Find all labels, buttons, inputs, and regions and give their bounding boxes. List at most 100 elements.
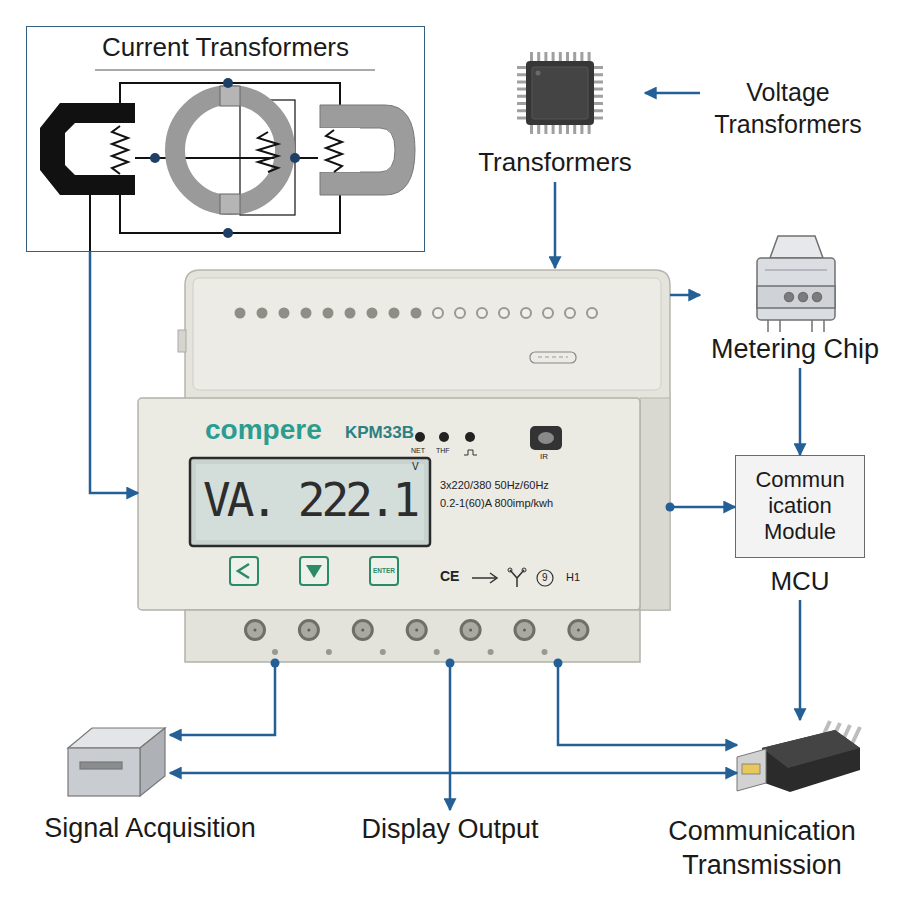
chip-icon-part [536, 71, 541, 76]
module-box: Commun ication ModuleMCU [735, 455, 865, 600]
metering-chip-icon-part [765, 269, 827, 271]
metering-chip-node: Metering Chip [700, 228, 890, 368]
energy-meter-body [138, 270, 670, 662]
ct-schematic-part [290, 153, 300, 163]
energy-meter-body-part [370, 557, 398, 585]
energy-meter-body-part [522, 568, 526, 572]
energy-meter-body-part [193, 278, 661, 390]
energy-meter-body-part [240, 308, 417, 319]
model-mark: H1 [566, 571, 580, 583]
energy-meter-body-part [138, 398, 640, 610]
ct-schematic-part [120, 83, 340, 128]
metering-chip-icon-part [823, 320, 825, 332]
energy-meter-body-part [185, 610, 640, 662]
flow-arrow [799, 600, 802, 720]
ct-schematic-part [95, 70, 375, 71]
energy-meter-body-part [255, 629, 579, 632]
energy-meter-body-part [465, 432, 475, 442]
metering-chip-icon-part [779, 320, 781, 332]
connector-plug-icon-part [762, 730, 860, 768]
energy-meter-body-part [230, 557, 258, 585]
connector-plug-icon [737, 721, 860, 792]
ct-schematic-part [40, 103, 135, 195]
chip-icon [522, 57, 598, 129]
ct-schematic-part [98, 123, 135, 175]
chip-icon-part [593, 66, 603, 122]
flow-arrow [645, 92, 700, 95]
junction-dot [271, 659, 280, 668]
ct-schematic-part [220, 86, 240, 106]
acquisition-box-icon-part [80, 762, 122, 769]
display-reading: VA. 222.1 [203, 477, 416, 523]
energy-meter-body-part [508, 568, 512, 572]
unit-mark: V [412, 461, 419, 472]
ct-schematic-part [175, 95, 285, 205]
ct-schematic-part [220, 194, 240, 214]
energy-meter-body-part [238, 564, 249, 578]
energy-meter-body-part [300, 557, 328, 585]
flow-arrow [449, 663, 452, 810]
ct-schematic [40, 70, 415, 252]
button-label: ENTER [370, 567, 398, 574]
metering-chip-icon-part [770, 236, 823, 258]
node-sublabel: MCU [735, 567, 865, 597]
energy-meter-body-part [640, 398, 670, 610]
led-label: THF [436, 447, 450, 455]
ct-schematic-part [223, 228, 233, 238]
ct-schematic-part [326, 130, 342, 172]
flow-arrow [554, 182, 557, 268]
rating-text: 3x220/380 50Hz/60Hz [440, 479, 549, 491]
connector-node: Communication Transmission [737, 720, 862, 802]
ct-schematic-part [112, 126, 128, 174]
metering-chip-icon-part [767, 320, 769, 332]
junction-dot [666, 503, 675, 512]
chip-icon-part [530, 52, 593, 62]
chip-icon-part [526, 61, 594, 125]
flow-arrow [90, 252, 138, 493]
metering-chip-icon-part [785, 293, 794, 302]
transformer-panel: Current Transformers [26, 26, 425, 252]
flow-arrow [170, 772, 737, 775]
energy-meter-body-part [538, 432, 554, 444]
energy-meter-body-part [415, 432, 425, 442]
energy-meter-body-part [464, 450, 477, 455]
flow-arrow [558, 663, 737, 745]
metering-chip-icon-part [813, 293, 822, 302]
flow-arrow [170, 663, 275, 735]
node-label: Current Transformers [27, 33, 424, 63]
energy-meter-body-part [275, 649, 595, 655]
acquisition-node: Signal Acquisition [65, 715, 170, 800]
junction-dot [446, 659, 455, 668]
ct-schematic-part [150, 153, 160, 163]
ce-mark: CE [440, 569, 459, 584]
energy-meter-body-part [439, 432, 449, 442]
metering-chip-icon-part [757, 258, 835, 320]
energy-meter-body-part [190, 458, 430, 546]
connector-plug-icon-part [737, 749, 766, 791]
ct-schematic-part [89, 190, 91, 252]
energy-meter-body-part [438, 307, 593, 319]
flow-arrow [670, 294, 700, 297]
energy-meter-body-part [490, 573, 497, 583]
junction-dot [554, 659, 563, 668]
connector-plug-icon-part [742, 764, 760, 774]
metering-chip-icon-part [799, 293, 808, 302]
energy-meter-body-part [178, 330, 186, 352]
connector-plug-icon-part [852, 727, 860, 744]
metering-chip-icon-part [757, 286, 835, 308]
class-mark: 9 [542, 572, 548, 583]
ct-schematic-part [223, 78, 233, 88]
ct-schematic-part [120, 172, 340, 233]
metering-chip-icon [757, 236, 835, 332]
ct-schematic-part [318, 128, 360, 172]
energy-meter-body-part [255, 622, 579, 638]
chip-icon-part [517, 66, 527, 122]
acquisition-box-icon-part [68, 748, 140, 796]
node-label: Metering Chip [700, 334, 890, 365]
node-label: Voltage Transformers [700, 76, 876, 140]
node-sublabel: KPM33B [345, 423, 414, 443]
energy-meter-body-part [538, 357, 568, 358]
energy-meter: compereKPM33B [138, 268, 670, 663]
